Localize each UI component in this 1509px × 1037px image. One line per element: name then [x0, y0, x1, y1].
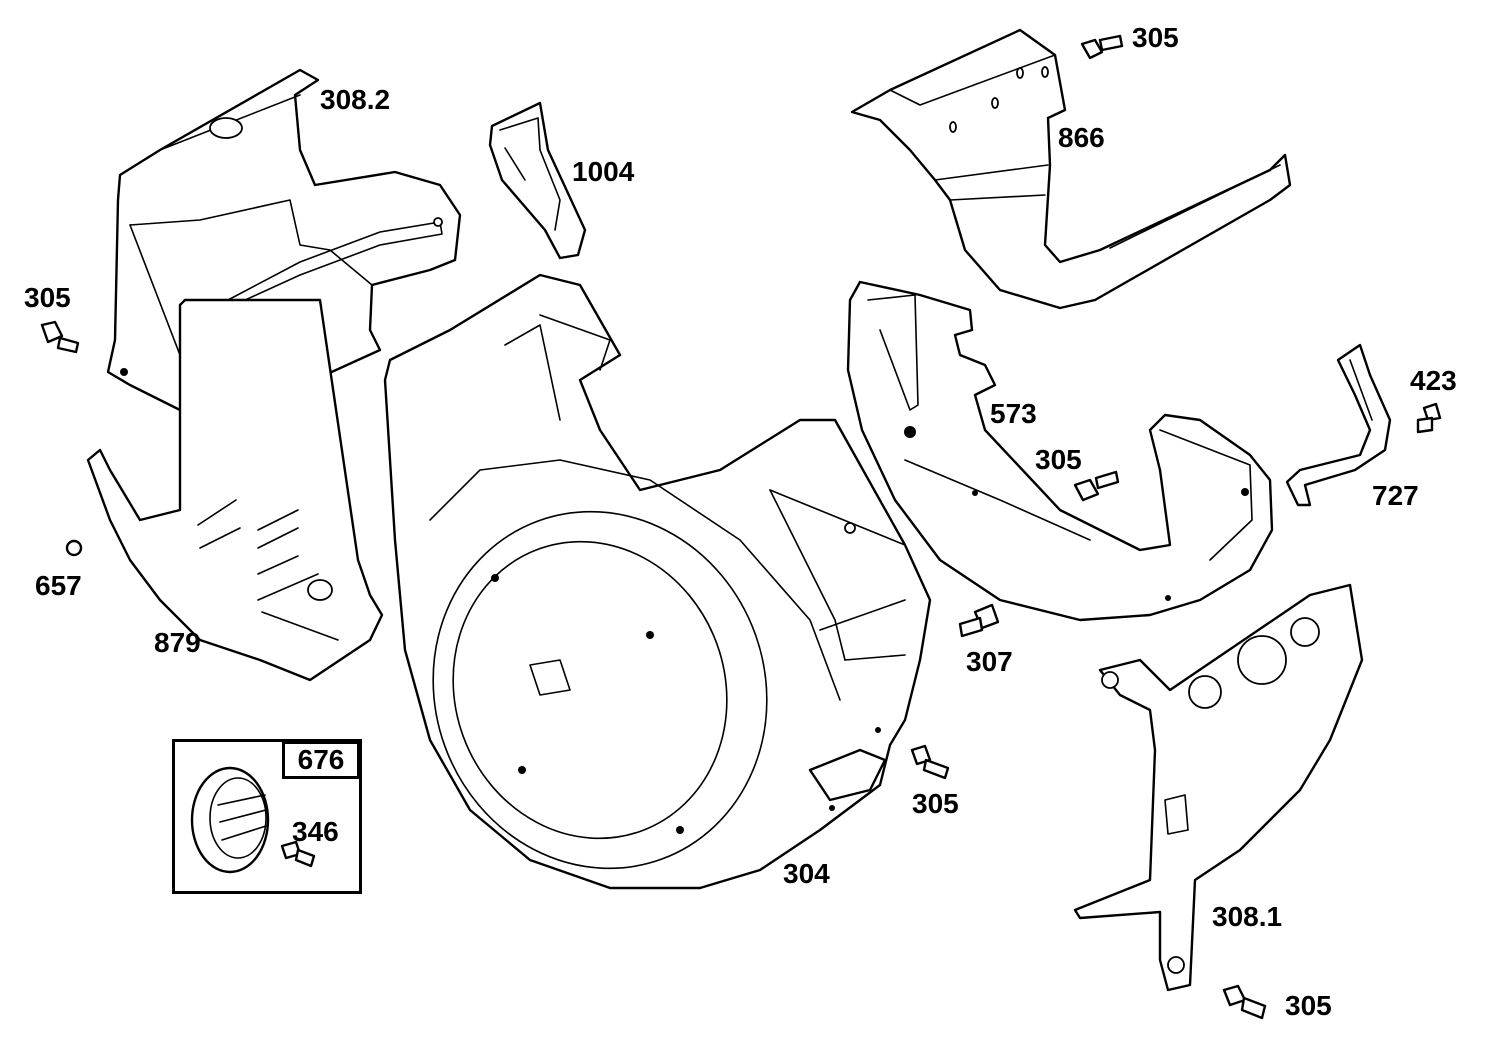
- screw-346: [280, 840, 316, 868]
- rotating-screen-676: [190, 766, 270, 874]
- screw-305-b: [40, 320, 80, 354]
- label-657: 657: [35, 570, 82, 601]
- baffle-573: [846, 280, 1274, 622]
- label-304: 304: [783, 858, 830, 889]
- label-346: 346: [292, 816, 339, 847]
- label-573: 573: [990, 398, 1037, 429]
- blower-housing-304: [383, 273, 932, 890]
- baffle-plate-879: [86, 298, 384, 682]
- label-1004: 1004: [572, 156, 635, 187]
- label-305-b: 305: [24, 282, 71, 313]
- label-866: 866: [1058, 122, 1105, 153]
- screw-305-e: [1222, 984, 1267, 1020]
- air-guide-1004: [488, 101, 587, 260]
- label-727: 727: [1372, 480, 1419, 511]
- label-307: 307: [966, 646, 1013, 677]
- bracket-727: [1285, 343, 1392, 507]
- label-305-e: 305: [1285, 990, 1332, 1021]
- label-305-c: 305: [1035, 444, 1082, 475]
- label-676: 676: [282, 741, 360, 779]
- rivet-657: [65, 539, 83, 557]
- label-308-2: 308.2: [320, 84, 391, 115]
- inset-box-676: [172, 739, 362, 894]
- screw-423: [1416, 402, 1442, 434]
- screw-307: [958, 603, 1000, 638]
- screw-305-d: [910, 744, 950, 780]
- label-879: 879: [154, 627, 201, 658]
- guard-866: [850, 28, 1292, 310]
- label-308-1: 308.1: [1212, 901, 1283, 932]
- shroud-308-1: [1073, 583, 1364, 992]
- screw-305-a: [1080, 34, 1124, 60]
- label-423: 423: [1410, 365, 1457, 396]
- label-305-a: 305: [1132, 22, 1179, 53]
- label-305-d: 305: [912, 788, 959, 819]
- screw-305-c: [1073, 470, 1120, 502]
